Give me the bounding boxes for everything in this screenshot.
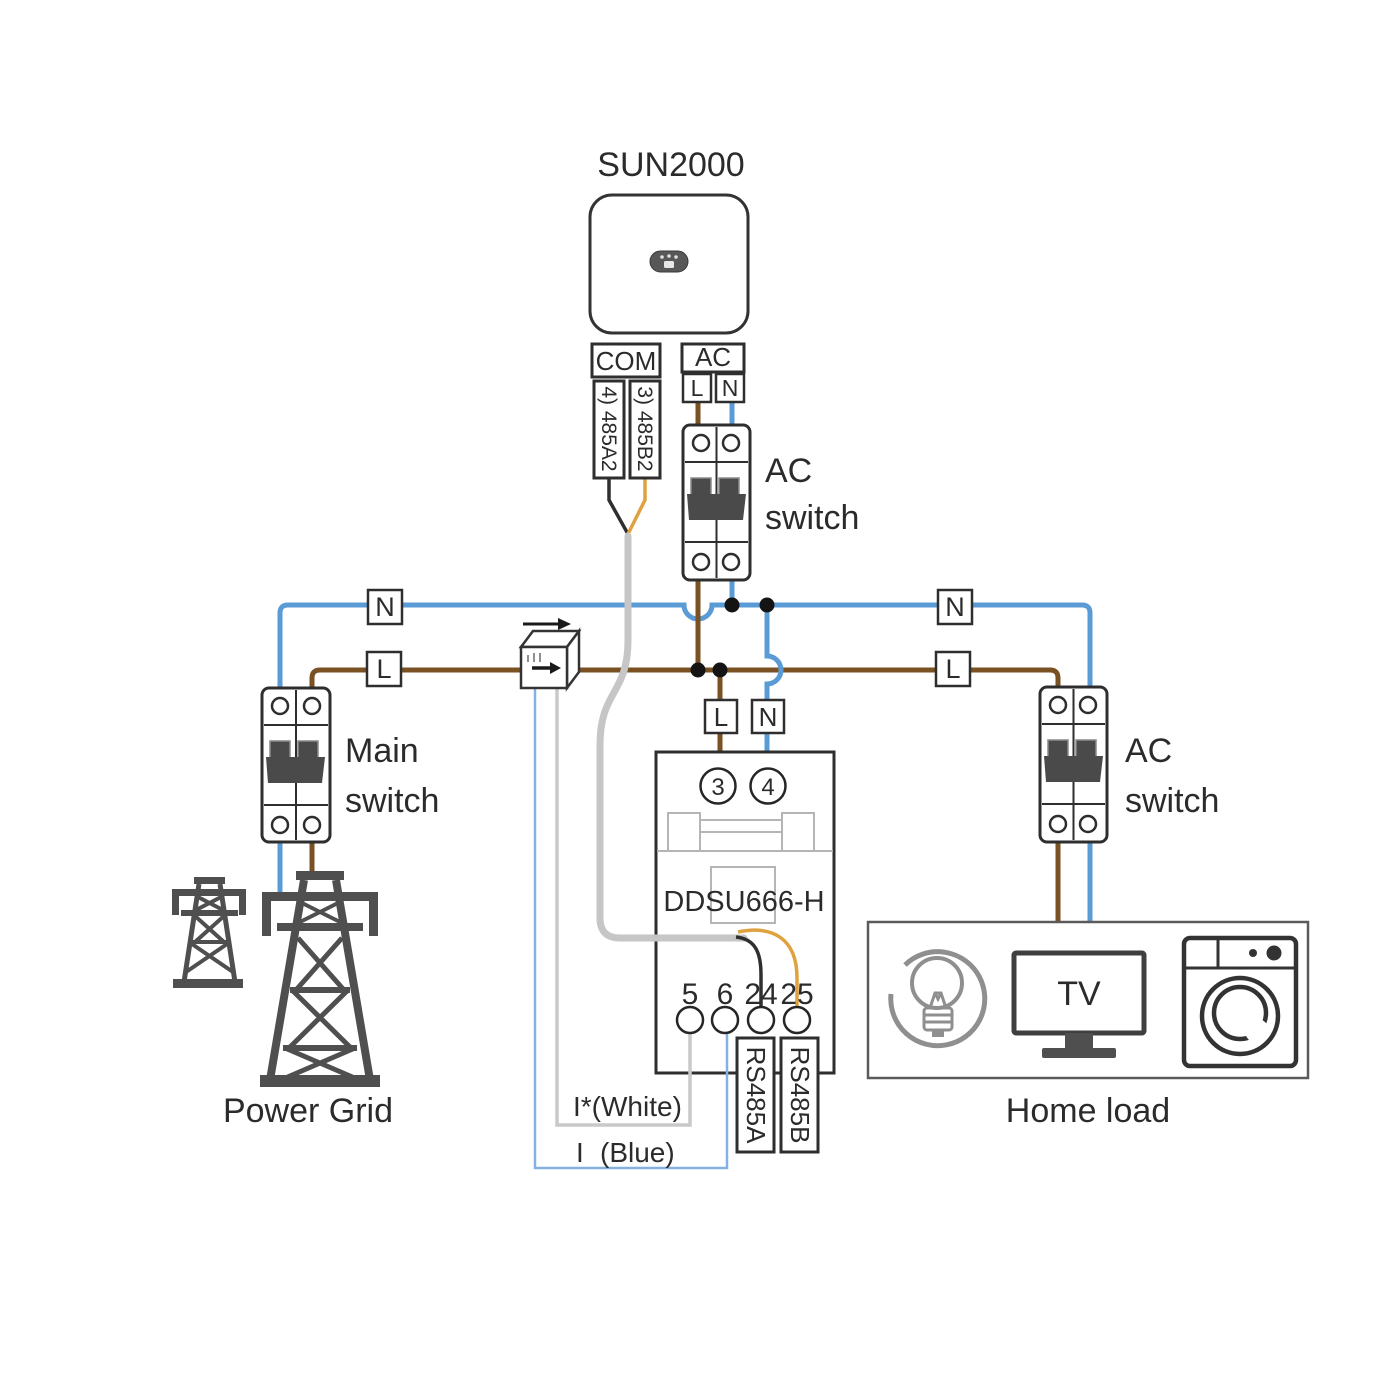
ac-port-label: AC (695, 342, 731, 372)
com-cable (596, 532, 748, 942)
com-port-label: COM (596, 346, 657, 376)
ac-port-l-box (681, 372, 713, 404)
com-port-box (590, 342, 662, 379)
neutral-tag-left: N (375, 592, 395, 622)
junction-dot (712, 662, 728, 678)
meter-neutral-tag-box (750, 698, 786, 735)
com-pin-a-label: 4) 485A2 (597, 386, 620, 471)
meter-terminal-6-label: 6 (717, 978, 734, 1011)
live-bus-wire (309, 667, 1061, 687)
com-pin-b-box (628, 379, 662, 480)
main-switch-label-line1: Main (345, 732, 419, 770)
ct-white-label: I*(White) (573, 1091, 682, 1122)
ac-switch-top-label-line2: switch (765, 499, 859, 537)
rs485b-tag-box (779, 1036, 820, 1154)
rs485b-wire (737, 928, 799, 1007)
meter-terminal-6 (710, 1005, 740, 1035)
meter-terminal-3-label: 3 (711, 774, 724, 801)
meter-terminal-4-label: 4 (761, 774, 774, 801)
neutral-tag-left-box (366, 588, 404, 626)
meter-live-tag: L (714, 702, 728, 732)
washing-machine-icon (1181, 935, 1299, 1069)
transmission-tower-small-icon (172, 877, 246, 988)
meter-neutral-wire (764, 605, 784, 752)
ct-blue-wire (533, 686, 729, 1170)
com-pin-a-wire (607, 478, 630, 535)
meter-terminal-25 (782, 1005, 812, 1035)
ac-switch-right-breaker (1038, 685, 1109, 844)
live-tag-left: L (376, 654, 391, 684)
main-switch-label-line2: switch (345, 782, 439, 820)
junction-dot (724, 597, 740, 613)
meter-terminal-24-label: 24 (744, 978, 777, 1011)
live-tag-right: L (945, 654, 960, 684)
current-transformer-icon (518, 618, 582, 692)
neutral-tag-right-box (936, 588, 974, 626)
com-pin-b-wire (626, 478, 647, 535)
rs485a-label: RS485A (741, 1047, 771, 1144)
tv-icon (1011, 950, 1147, 1058)
inverter-title: SUN2000 (597, 146, 744, 184)
light-bulb-icon (888, 949, 988, 1049)
ac-port-box (680, 342, 746, 374)
ac-port-n-label: N (722, 375, 739, 401)
ct-blue-label-i: I (576, 1137, 584, 1168)
meter-terminal-3 (699, 767, 737, 805)
live-tag-left-box (365, 650, 403, 688)
meter-terminal-24 (746, 1005, 776, 1035)
ct-blue-label: (Blue) (600, 1137, 675, 1168)
meter-terminal-5-label: 5 (682, 978, 699, 1011)
meter-live-tag-box (703, 698, 739, 735)
transmission-tower-large-icon (260, 871, 380, 1087)
ac-port-n-box (714, 372, 746, 404)
ac-switch-right-label-line2: switch (1125, 782, 1219, 820)
rs485a-wire (735, 935, 763, 1007)
neutral-tag-right: N (945, 592, 965, 622)
com-pin-b-label: 3) 485B2 (633, 386, 656, 471)
meter-terminal-4 (749, 767, 787, 805)
com-pin-a-box (592, 379, 626, 480)
meter-terminal-25-label: 25 (780, 978, 813, 1011)
power-grid-label: Power Grid (223, 1092, 393, 1130)
inverter-unit (588, 193, 750, 335)
junction-dot (759, 597, 775, 613)
tv-label: TV (1057, 975, 1101, 1013)
ac-switch-top-breaker (681, 423, 752, 582)
meter-neutral-tag: N (759, 702, 778, 732)
meter-internal-schematic-icon (657, 812, 833, 924)
ac-port-l-label: L (691, 375, 704, 401)
ct-white-wire (555, 686, 692, 1127)
rs485b-label: RS485B (785, 1047, 815, 1144)
home-load-label: Home load (1006, 1092, 1170, 1130)
inverter-led-indicator-icon (649, 250, 689, 273)
ac-switch-right-label-line1: AC (1125, 732, 1172, 770)
meter-terminal-5 (675, 1005, 705, 1035)
ac-switch-top-label-line1: AC (765, 452, 812, 490)
live-tag-right-box (934, 650, 972, 688)
main-switch-breaker (260, 686, 332, 844)
meter-model-label: DDSU666-H (663, 886, 824, 918)
junction-dot (690, 662, 706, 678)
rs485a-tag-box (735, 1036, 776, 1154)
